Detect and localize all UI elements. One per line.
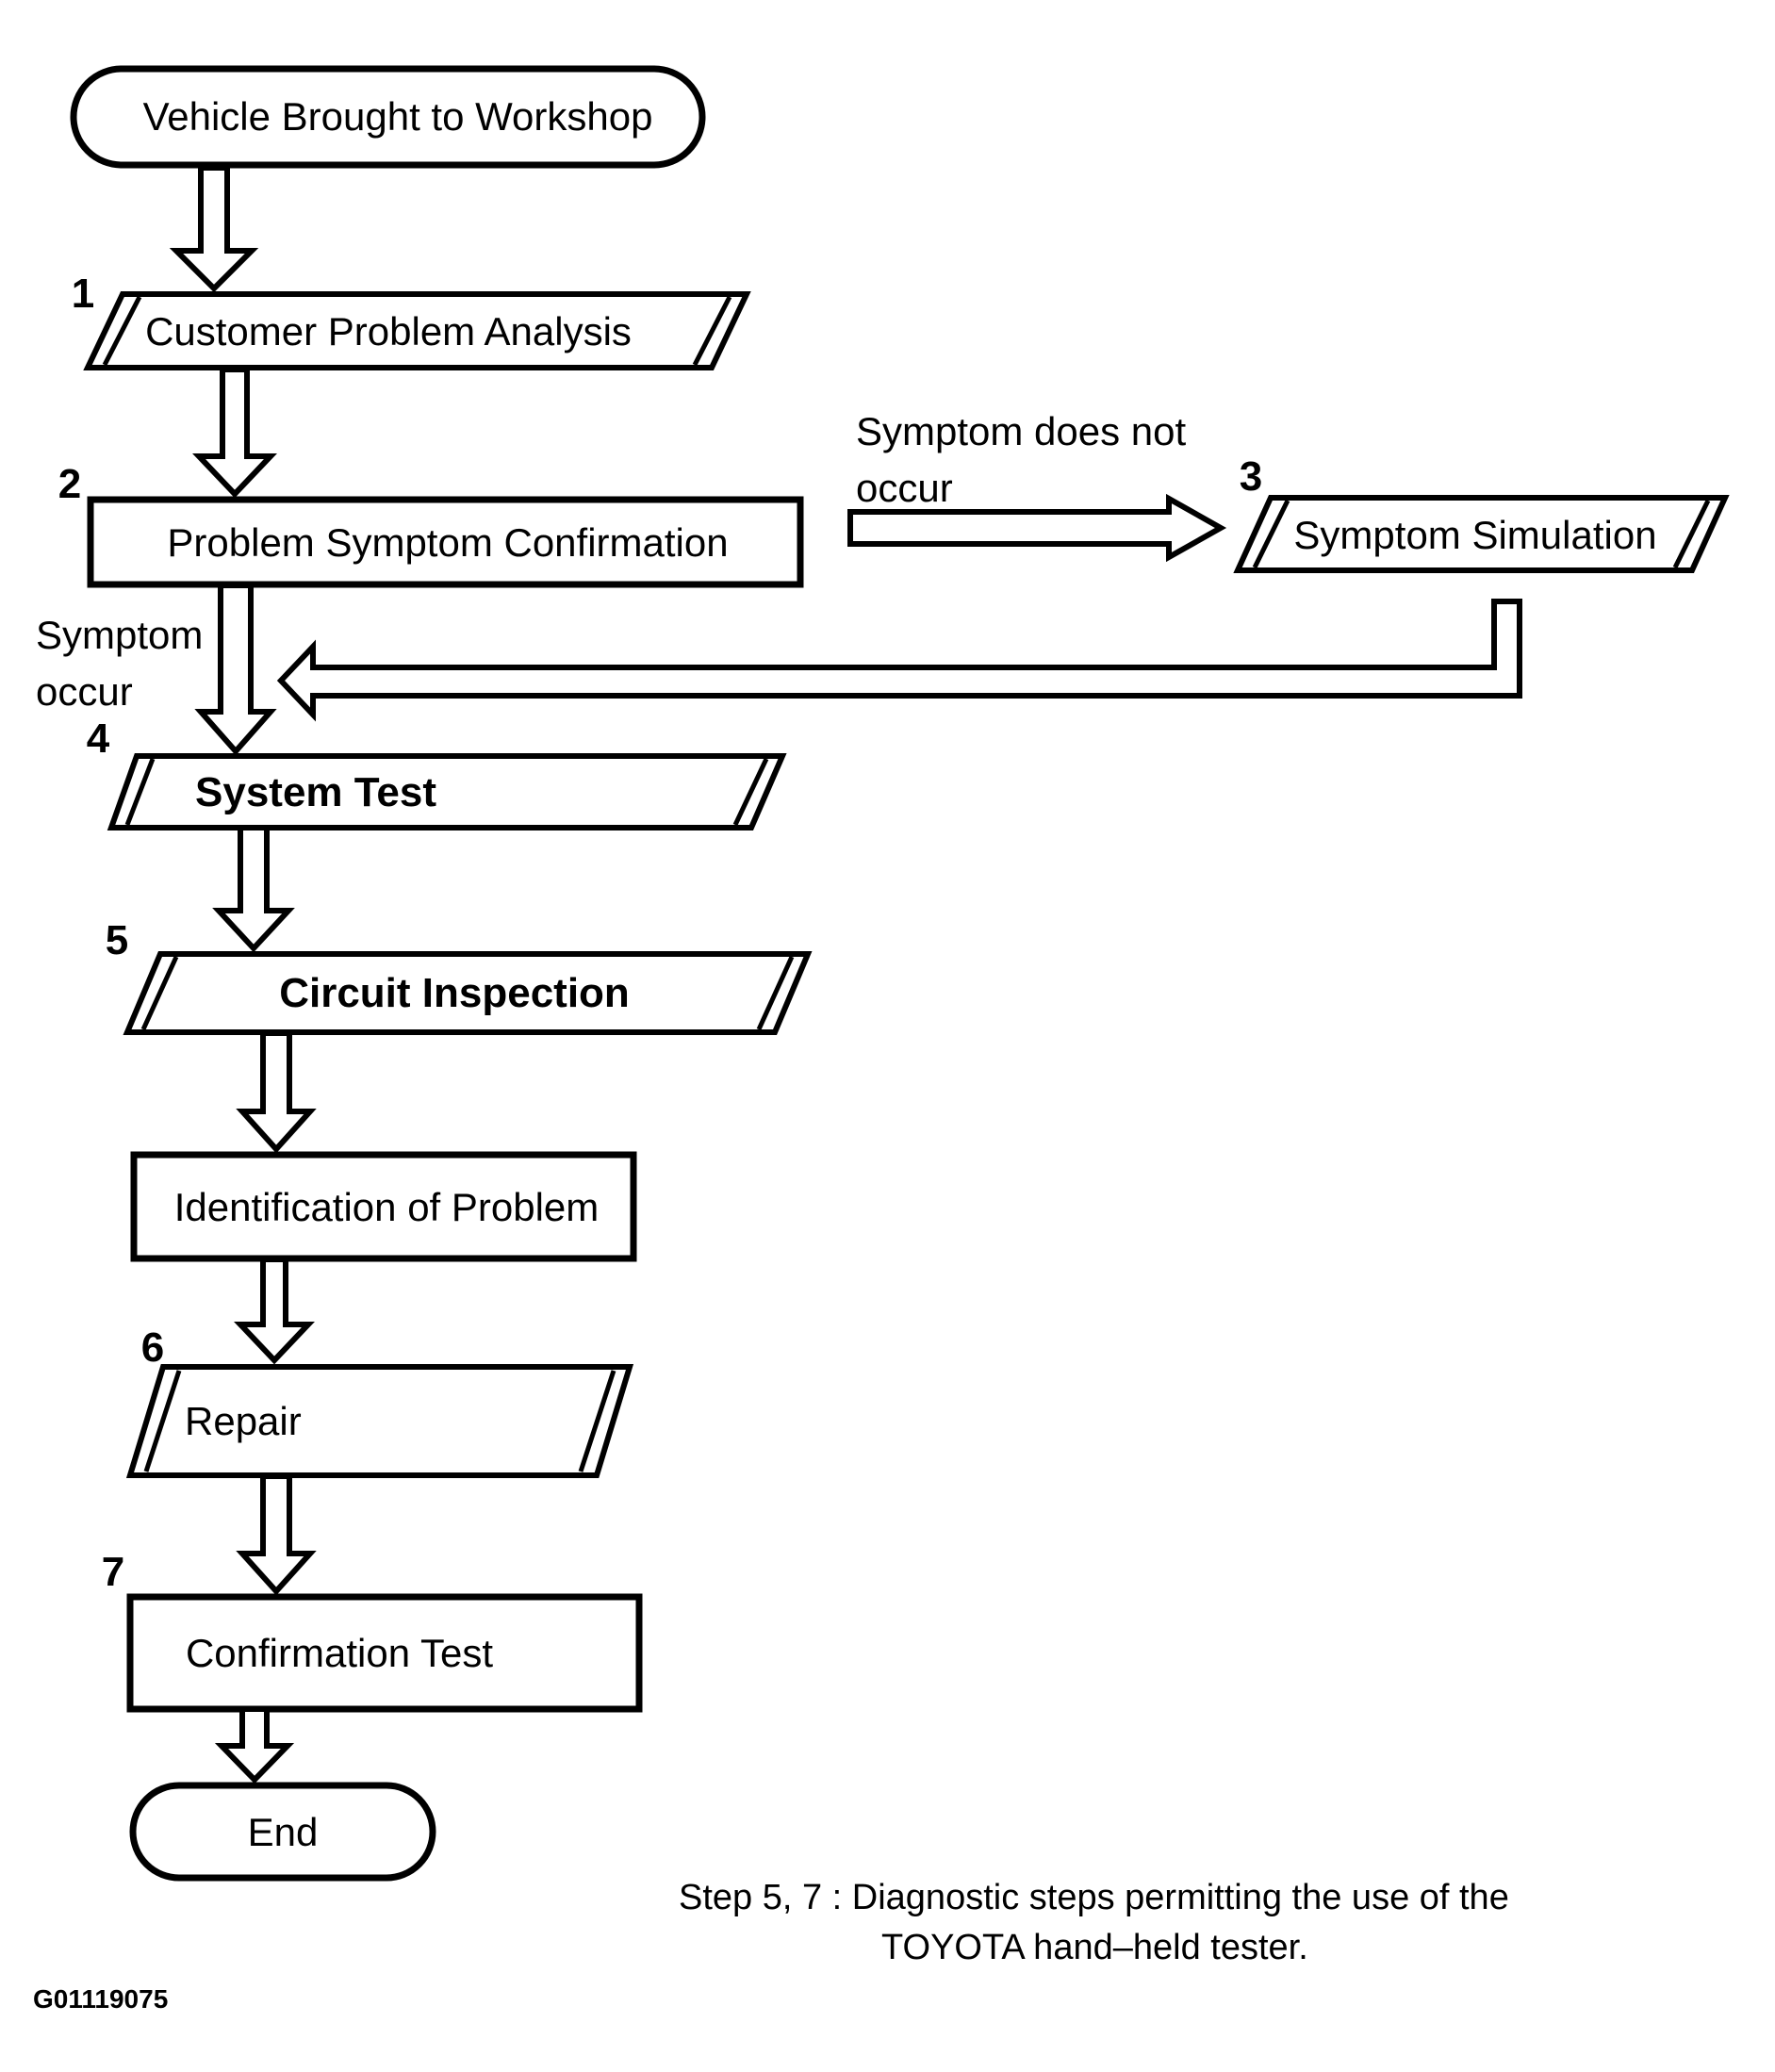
edge-label-no-occur-line2: occur <box>856 466 953 510</box>
arrow-step7-to-end <box>214 1706 295 1784</box>
step3-number: 3 <box>1240 453 1262 500</box>
step1-parallelogram <box>83 291 751 370</box>
start-terminator <box>70 65 706 169</box>
step6-left-double-line <box>143 1370 182 1472</box>
step3-left-double-line <box>1252 499 1290 569</box>
arrow-step4-to-step5 <box>212 825 295 953</box>
step6-right-double-line <box>578 1370 616 1472</box>
arrow-step6-to-step7 <box>236 1473 317 1596</box>
step5-number: 5 <box>106 917 128 963</box>
identification-label: Identification of Problem <box>174 1185 600 1229</box>
step4-number: 4 <box>87 715 110 762</box>
step1-number: 1 <box>72 271 94 317</box>
step2-number: 2 <box>58 461 81 507</box>
step5-right-double-line <box>756 955 795 1031</box>
step3-right-double-line <box>1672 499 1711 569</box>
caption-line1: Step 5, 7 : Diagnostic steps permitting … <box>679 1878 1509 1917</box>
edge-label-occur-line1: Symptom <box>36 613 203 657</box>
end-terminator <box>129 1782 436 1882</box>
step4-parallelogram <box>107 753 787 830</box>
step5-label: Circuit Inspection <box>279 970 630 1016</box>
arrow-step1-to-step2 <box>192 367 277 499</box>
step1-right-double-line <box>692 295 732 367</box>
step7-rectangle <box>126 1593 643 1713</box>
end-label: End <box>248 1810 319 1854</box>
arrow-step5-to-identification <box>236 1030 317 1154</box>
step7-label: Confirmation Test <box>186 1631 493 1675</box>
caption-line2: TOYOTA hand–held tester. <box>881 1928 1308 1967</box>
arrow-identification-to-step6 <box>234 1257 315 1365</box>
identification-rectangle <box>130 1151 637 1262</box>
step5-parallelogram <box>123 951 813 1035</box>
step4-label: System Test <box>195 769 436 815</box>
start-label: Vehicle Brought to Workshop <box>143 94 653 139</box>
edge-label-occur-line2: occur <box>36 669 133 714</box>
step4-right-double-line <box>732 757 769 827</box>
step3-parallelogram <box>1233 495 1730 573</box>
edge-label-no-occur-line1: Symptom does not <box>856 409 1187 453</box>
step1-left-double-line <box>102 295 142 367</box>
step5-left-double-line <box>140 955 179 1031</box>
arrow-step2-to-step4 <box>194 583 277 756</box>
arrow-step2-to-step3 <box>847 493 1227 563</box>
step1-label: Customer Problem Analysis <box>145 309 632 354</box>
step6-label: Repair <box>185 1399 302 1443</box>
figure-code: G01119075 <box>33 1984 168 2014</box>
step6-number: 6 <box>141 1324 164 1371</box>
step7-number: 7 <box>102 1549 124 1595</box>
step2-rectangle <box>87 496 804 588</box>
arrow-start-to-step1 <box>169 165 259 293</box>
step4-left-double-line <box>124 758 156 826</box>
arrow-step3-return-elbow <box>276 599 1522 722</box>
step3-label: Symptom Simulation <box>1293 513 1656 557</box>
step2-label: Problem Symptom Confirmation <box>167 520 728 565</box>
step6-parallelogram <box>125 1364 634 1478</box>
